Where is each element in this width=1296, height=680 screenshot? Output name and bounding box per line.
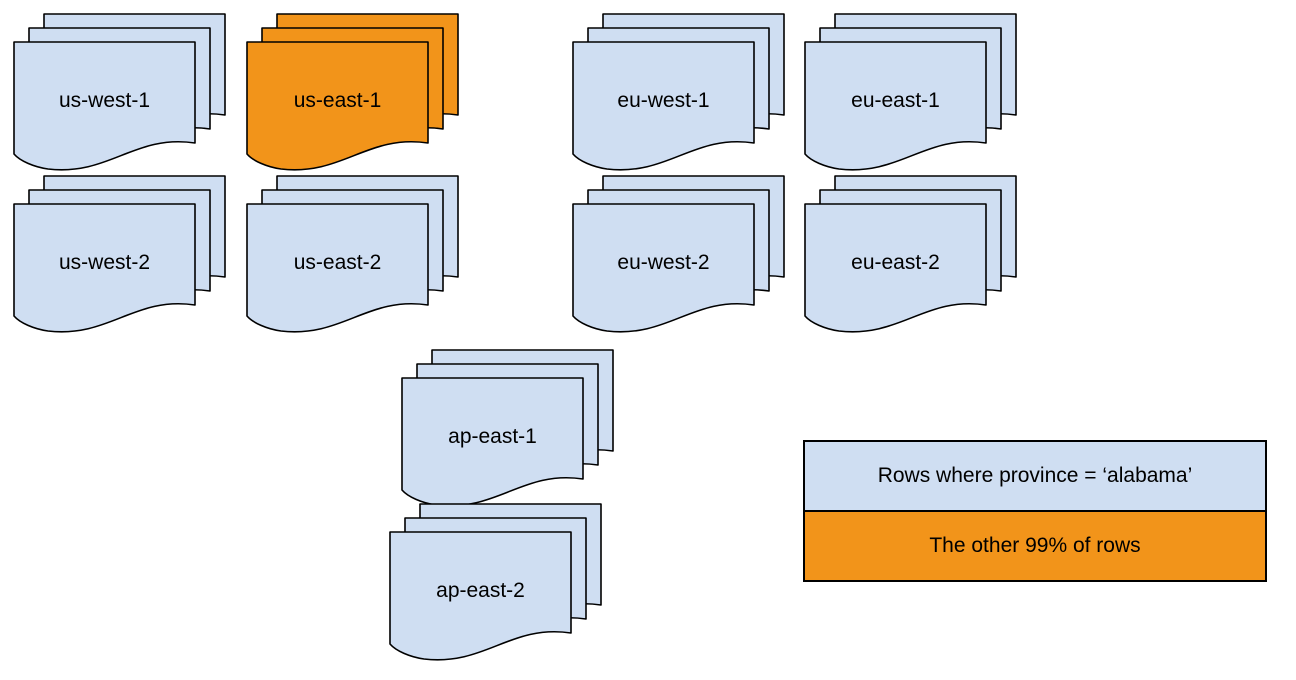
region-stack-eu-west-1: eu-west-1 [572,13,785,172]
legend-item-label: The other 99% of rows [929,534,1141,557]
document-sheet-front [401,377,584,507]
document-stack-icon [804,175,1017,333]
region-stack-ap-east-2: ap-east-2 [389,503,602,662]
document-sheet-front [572,203,755,333]
document-sheet-front [804,203,987,333]
document-stack-icon [13,13,226,171]
document-sheet-front [389,531,572,661]
document-stack-icon [246,175,459,333]
legend-item-label: Rows where province = ‘alabama’ [877,464,1193,487]
legend: Rows where province = ‘alabama’ The othe… [803,440,1267,582]
region-stack-eu-east-2: eu-east-2 [804,175,1017,334]
document-stack-icon [572,175,785,333]
region-stack-eu-east-1: eu-east-1 [804,13,1017,172]
region-stack-us-east-2: us-east-2 [246,175,459,334]
legend-item-other-rows: The other 99% of rows [805,512,1265,580]
document-sheet-front [13,41,196,171]
region-stack-us-west-1: us-west-1 [13,13,226,172]
document-sheet-front [246,41,429,171]
legend-item-alabama-rows: Rows where province = ‘alabama’ [805,442,1265,512]
document-stack-icon [401,349,614,507]
document-stack-icon [13,175,226,333]
document-sheet-front [572,41,755,171]
document-sheet-front [246,203,429,333]
region-stack-ap-east-1: ap-east-1 [401,349,614,508]
document-sheet-front [804,41,987,171]
document-stack-icon [804,13,1017,171]
region-stack-us-east-1: us-east-1 [246,13,459,172]
document-stack-icon [246,13,459,171]
region-stack-eu-west-2: eu-west-2 [572,175,785,334]
region-stack-us-west-2: us-west-2 [13,175,226,334]
document-sheet-front [13,203,196,333]
document-stack-icon [389,503,602,661]
document-stack-icon [572,13,785,171]
